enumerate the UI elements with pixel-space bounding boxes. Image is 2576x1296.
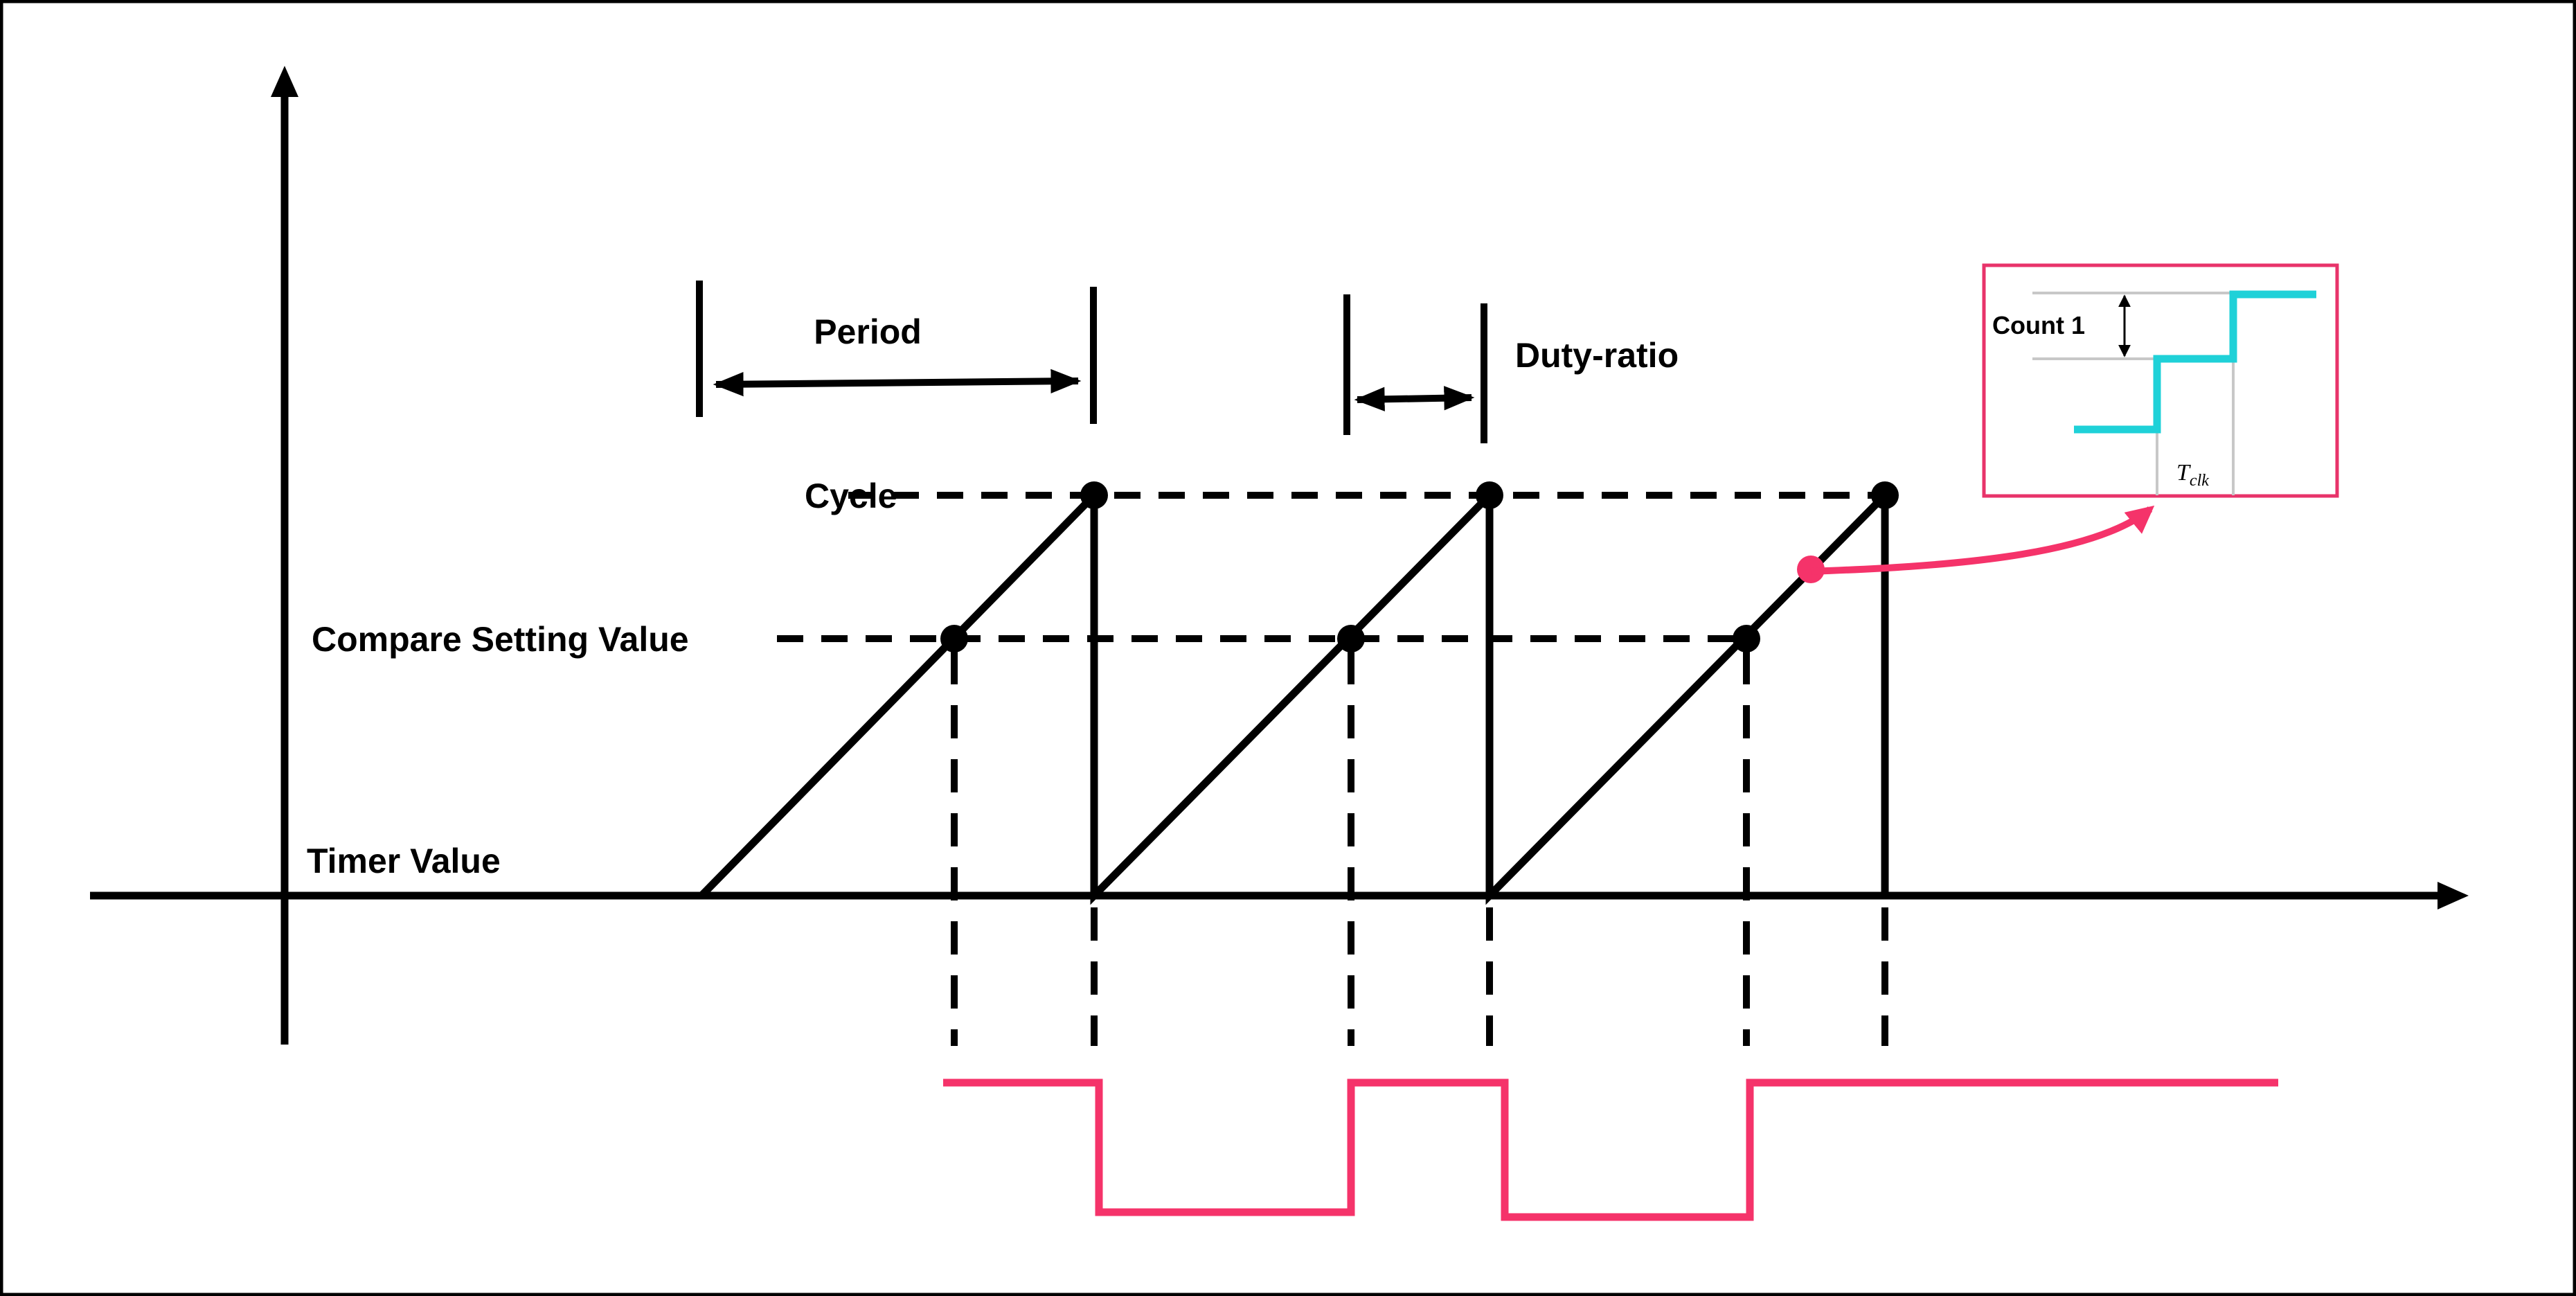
counter-staircase <box>2074 290 2316 434</box>
cycle-point <box>1476 481 1503 509</box>
double-arrow-icon <box>1354 386 1475 411</box>
count-1-label: Count 1 <box>1992 311 2085 339</box>
double-arrow-icon <box>713 369 1082 397</box>
projection-lines <box>951 651 1888 1046</box>
cycle-point <box>1080 481 1108 509</box>
reference-lines <box>777 492 1887 642</box>
cycle-point <box>1871 481 1899 509</box>
period-label: Period <box>814 312 922 351</box>
count-step-inset: Count 1 Tclk <box>1982 263 2339 498</box>
compare-point <box>940 625 968 653</box>
duty-ratio-marker <box>1343 294 1487 443</box>
period-marker <box>696 281 1097 424</box>
compare-setting-value-label: Compare Setting Value <box>312 620 689 659</box>
curved-arrow-icon <box>1810 505 2155 575</box>
compare-point <box>1733 625 1760 653</box>
timer-value-label: Timer Value <box>307 842 501 880</box>
cycle-label: Cycle <box>805 477 897 515</box>
duty-ratio-label: Duty-ratio <box>1515 336 1679 375</box>
intersection-markers <box>940 481 1899 653</box>
t-clk-label: Tclk <box>2176 460 2209 490</box>
axes <box>90 66 2469 1045</box>
pwm-output-waveform <box>943 1078 2278 1221</box>
x-axis-arrow-icon <box>2438 882 2469 909</box>
compare-point <box>1337 625 1365 653</box>
y-axis-arrow-icon <box>271 66 298 97</box>
